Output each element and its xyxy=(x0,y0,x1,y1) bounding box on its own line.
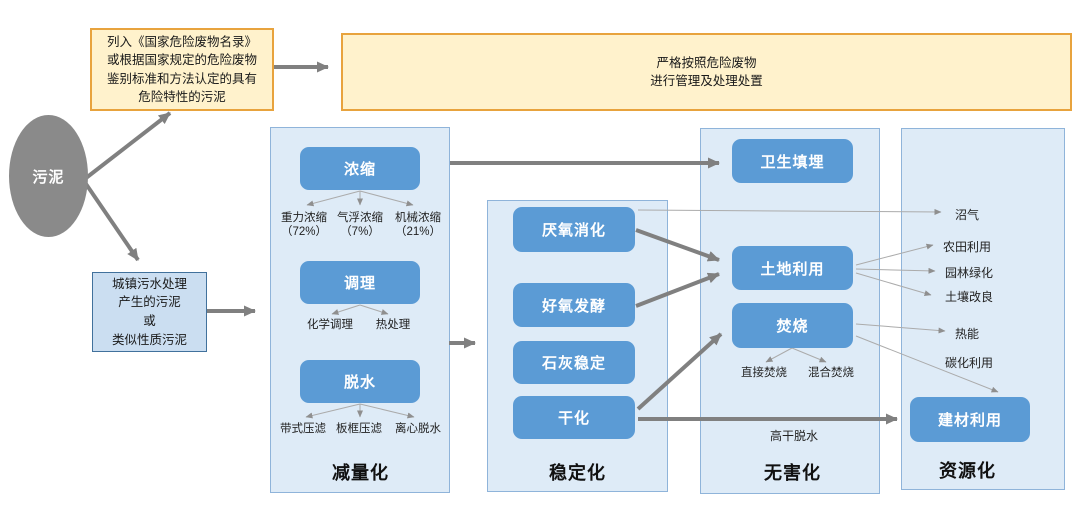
node-aerobic-fermentation: 好氧发酵 xyxy=(513,283,635,327)
column-label-stabilization: 稳定化 xyxy=(549,463,606,483)
sub-mechanical-concentration: 机械浓缩 （21%） xyxy=(392,211,444,239)
hazard-action-line2: 进行管理及处理处置 xyxy=(650,74,763,88)
resource-soil-improvement: 土壤改良 xyxy=(945,290,994,304)
node-dewatering: 脱水 xyxy=(300,360,420,403)
sub-direct-incineration: 直接焚烧 xyxy=(741,367,787,379)
sub-flotation-pct: （7%） xyxy=(340,226,380,238)
sub-gravity-concentration: 重力浓缩 （72%） xyxy=(278,211,330,239)
sub-centrifugal-dewatering: 离心脱水 xyxy=(395,423,441,435)
municipal-line2: 产生的污泥 xyxy=(118,295,181,310)
node-dewatering-label: 脱水 xyxy=(343,374,376,391)
column-label-harmless: 无害化 xyxy=(764,463,821,483)
sub-thermal-treatment: 热处理 xyxy=(375,319,411,331)
resource-farmland-use: 农田利用 xyxy=(943,240,992,254)
municipal-line1: 城镇污水处理 xyxy=(111,276,187,291)
sub-flotation-name: 气浮浓缩 xyxy=(337,212,383,224)
hazard-criteria-line2: 或根据国家规定的危险废物 xyxy=(106,53,257,68)
municipal-line4: 类似性质污泥 xyxy=(111,332,187,347)
sub-mixed-incineration: 混合焚烧 xyxy=(808,367,854,379)
hazard-criteria-line3: 鉴别标准和方法认定的具有 xyxy=(106,71,257,86)
hazard-criteria-line4: 危险特性的污泥 xyxy=(138,89,226,104)
node-anaerobic-label: 厌氧消化 xyxy=(541,222,606,239)
node-concentration-label: 浓缩 xyxy=(343,161,376,178)
node-aerobic-label: 好氧发酵 xyxy=(541,297,606,315)
node-drying: 干化 xyxy=(513,396,635,439)
hazard-criteria-line1: 列入《国家危险废物名录》 xyxy=(106,35,257,50)
sludge-source-node: 污泥 xyxy=(9,115,88,237)
node-land-use: 土地利用 xyxy=(732,246,853,290)
sludge-label: 污泥 xyxy=(32,168,65,186)
hazard-action-line1: 严格按照危险废物 xyxy=(656,55,757,70)
node-lime-label: 石灰稳定 xyxy=(541,355,606,372)
node-conditioning: 调理 xyxy=(300,261,420,304)
column-label-resource: 资源化 xyxy=(939,461,996,481)
node-concentration: 浓缩 xyxy=(300,147,420,190)
arrow-sludge-to-hazard xyxy=(84,111,172,180)
municipal-sludge-box: 城镇污水处理 产生的污泥 或 类似性质污泥 xyxy=(92,272,207,352)
resource-carbonization: 碳化利用 xyxy=(945,356,994,370)
resource-heat-energy: 热能 xyxy=(955,327,980,341)
resource-landscaping: 园林绿化 xyxy=(945,266,994,280)
sub-flotation-concentration: 气浮浓缩 （7%） xyxy=(334,211,386,239)
sub-belt-press: 带式压滤 xyxy=(280,423,326,435)
hazard-action-box: 严格按照危险废物 进行管理及处理处置 xyxy=(341,33,1072,111)
sub-gravity-pct: （72%） xyxy=(280,226,328,238)
sub-plate-frame-press: 板框压滤 xyxy=(336,423,382,435)
hazard-criteria-box: 列入《国家危险废物名录》 或根据国家规定的危险废物 鉴别标准和方法认定的具有 危… xyxy=(90,28,274,111)
column-label-reduction: 减量化 xyxy=(332,463,389,483)
node-incineration-label: 焚烧 xyxy=(776,318,809,335)
node-incineration: 焚烧 xyxy=(732,303,853,348)
node-anaerobic-digestion: 厌氧消化 xyxy=(513,207,635,252)
node-drying-label: 干化 xyxy=(557,410,590,427)
arrow-sludge-to-municipal xyxy=(84,182,140,262)
municipal-line3: 或 xyxy=(143,314,156,328)
sub-chemical-conditioning: 化学调理 xyxy=(307,319,353,331)
node-lime-stabilization: 石灰稳定 xyxy=(513,341,635,384)
node-conditioning-label: 调理 xyxy=(343,275,376,292)
sub-mechanical-name: 机械浓缩 xyxy=(395,212,441,224)
node-building-material-use: 建材利用 xyxy=(910,397,1030,442)
sub-mechanical-pct: （21%） xyxy=(394,226,442,238)
edge-label-high-dry-dewatering: 高干脱水 xyxy=(770,429,819,443)
node-landfill-label: 卫生填埋 xyxy=(760,153,825,171)
sub-gravity-name: 重力浓缩 xyxy=(281,212,327,224)
node-sanitary-landfill: 卫生填埋 xyxy=(732,139,853,183)
resource-biogas: 沼气 xyxy=(955,208,980,222)
node-landuse-label: 土地利用 xyxy=(760,260,825,278)
node-building-label: 建材利用 xyxy=(937,412,1002,429)
